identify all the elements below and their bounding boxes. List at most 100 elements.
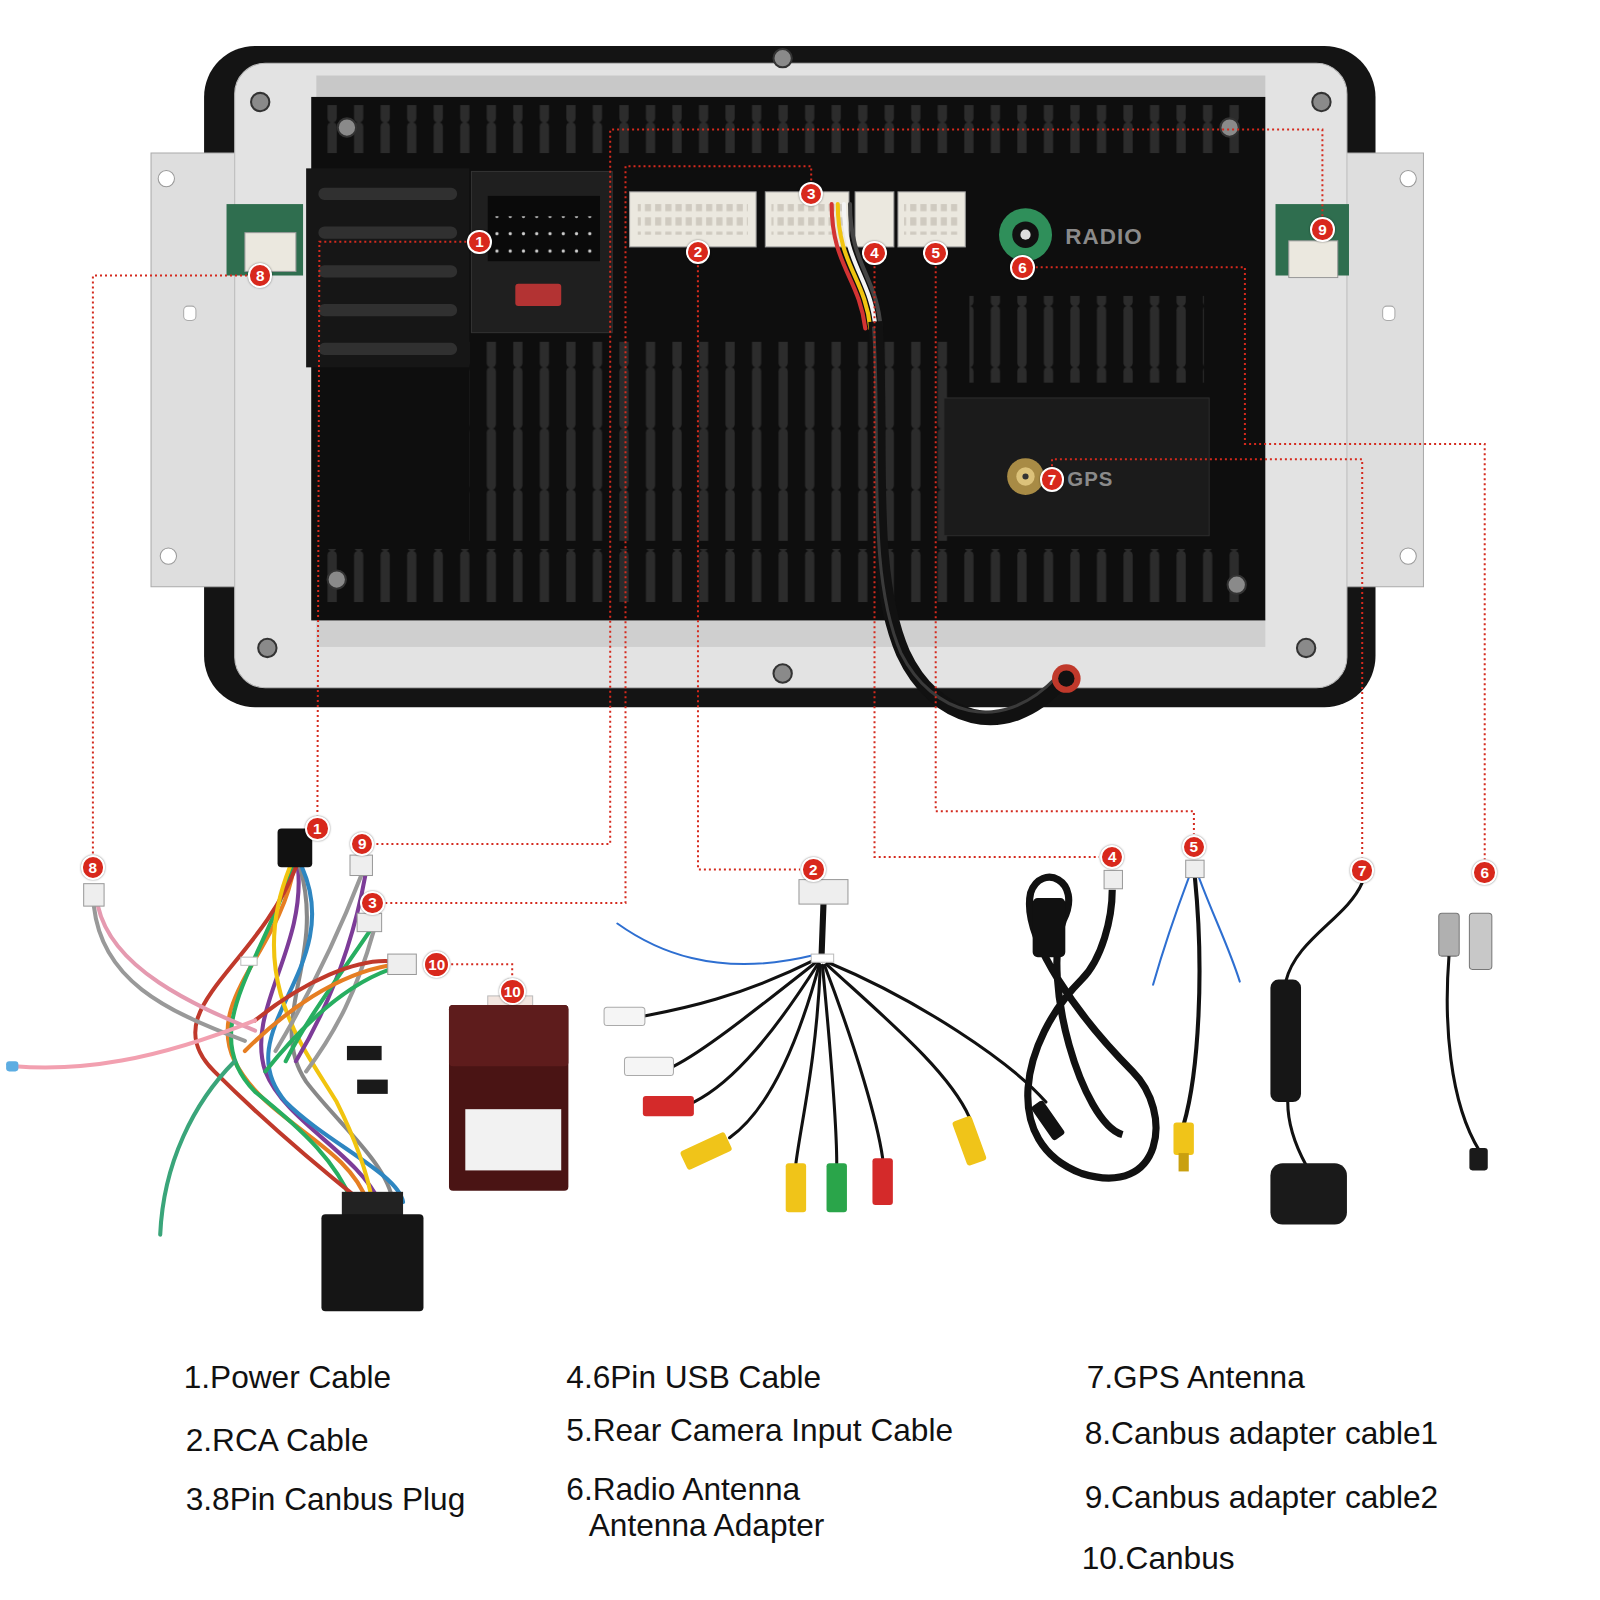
leader-line (1052, 459, 1362, 857)
screw (1220, 118, 1238, 136)
port-label: GPS (1067, 468, 1113, 491)
wire (844, 204, 876, 328)
wire (796, 965, 820, 1163)
legend-item: 8.Canbus adapter cable1 (1085, 1416, 1438, 1451)
wire (821, 904, 823, 959)
rca-socket (630, 192, 757, 247)
mount-notch (184, 306, 196, 320)
leader-line (875, 266, 1100, 857)
gps-jack-ring (1016, 467, 1034, 485)
upper-strip (316, 76, 1265, 100)
canbus-box (449, 1005, 568, 1191)
gps-lead (1288, 1102, 1306, 1165)
usb-cable (1028, 877, 1156, 1178)
wire (730, 964, 820, 1137)
antenna-lead (1447, 956, 1479, 1151)
rca-plug (604, 1007, 645, 1025)
bottom-vents (327, 549, 1245, 602)
canbus-box-label (465, 1109, 561, 1170)
screw (328, 570, 346, 588)
antenna-end (1469, 1148, 1487, 1170)
callout-text: 6 (1018, 260, 1027, 275)
callout-text: 5 (1190, 839, 1199, 854)
mount-hole (1400, 548, 1416, 564)
rca-plug (624, 1057, 673, 1075)
right-vents (969, 296, 1204, 383)
legend-item: 10.Canbus (1082, 1541, 1235, 1576)
callout-text: 4 (870, 245, 879, 260)
leader-line (1036, 267, 1485, 859)
rca-fan (617, 904, 1046, 1163)
bezel (204, 46, 1375, 707)
legend-item: 4.6Pin USB Cable (566, 1360, 821, 1395)
radio-jack-pin (1020, 230, 1030, 240)
wire (673, 961, 817, 1066)
rca-plug (680, 1131, 733, 1170)
small-connector (347, 1046, 382, 1060)
callout-number: 6 (1472, 860, 1496, 884)
callout-number: 8 (81, 855, 105, 879)
wire (1153, 878, 1189, 985)
antenna-adapter (1469, 913, 1491, 969)
wire (268, 867, 403, 1202)
callout-number: 5 (1182, 835, 1206, 859)
callout-number: 4 (862, 241, 886, 265)
legend-item: 2.RCA Cable (186, 1423, 369, 1458)
gps-jack-pin (1022, 473, 1028, 479)
callout-text: 7 (1358, 863, 1367, 878)
port-label: RADIO (1065, 224, 1142, 249)
mount-hole (1400, 170, 1416, 186)
fuse (515, 284, 561, 306)
wire (617, 923, 814, 964)
leader-line (376, 130, 1323, 844)
screw (251, 93, 269, 111)
wire (98, 906, 255, 1030)
wire-tip (6, 1061, 18, 1071)
wire (255, 961, 390, 1020)
power-socket-frame (471, 171, 612, 332)
callout-text: 7 (1048, 472, 1057, 487)
callout-text: 3 (368, 895, 377, 910)
wire (1199, 878, 1240, 982)
power-harness (14, 867, 403, 1234)
iso-plug (321, 1214, 423, 1311)
left-block (306, 168, 469, 367)
power-socket-pins (495, 216, 597, 255)
callout-text: 1 (475, 234, 484, 249)
mount-hole (160, 548, 176, 564)
leader-line (317, 242, 466, 816)
callout-text: 9 (1318, 222, 1327, 237)
legend-item: 7.GPS Antenna (1087, 1360, 1305, 1395)
callout-number: 7 (1350, 858, 1374, 882)
grommet (1052, 664, 1081, 693)
mount-plate (235, 63, 1347, 687)
cable-highlight (873, 327, 1056, 713)
callout-text: 10 (504, 984, 521, 999)
wire (694, 963, 818, 1102)
callout-number: 9 (350, 832, 374, 856)
iso-plug-top (342, 1192, 403, 1218)
callout-number: 2 (801, 857, 825, 881)
leader-line (451, 964, 512, 977)
usb-lead-plug (1104, 870, 1122, 888)
radio-jack (999, 208, 1052, 261)
legend-item: 3.8Pin Canbus Plug (186, 1482, 466, 1517)
canbus-box-top (449, 1005, 568, 1066)
power-socket (488, 196, 600, 261)
rca-plug-header (799, 880, 848, 904)
left-slits (324, 194, 451, 349)
usb-plug (1033, 898, 1066, 957)
callout-number: 5 (923, 241, 947, 265)
rca-plug (827, 1163, 847, 1212)
callout-text: 4 (1108, 849, 1117, 864)
socket-pins (638, 204, 748, 235)
callout-number: 8 (248, 263, 272, 287)
lower-strip (316, 618, 1265, 647)
screw (338, 118, 356, 136)
gps-coil (1270, 980, 1301, 1102)
screw (258, 639, 276, 657)
callout-number: 10 (499, 978, 526, 1005)
callout-text: 9 (358, 836, 367, 851)
wire (850, 204, 881, 328)
